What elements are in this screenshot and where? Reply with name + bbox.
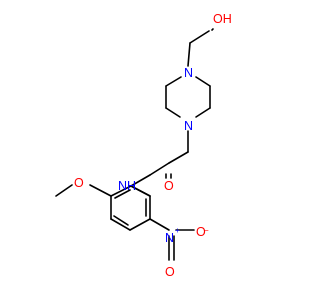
nitro-oxygen-bottom-label: O [165,265,175,279]
piperazine-n-top-label: N [184,66,193,80]
bond [113,215,129,226]
methoxy-oxygen-label: O [74,176,84,190]
nitro-oxygen-right-label: O [196,225,206,239]
amide-nh-label: NH [118,179,136,193]
bond [165,107,181,118]
bond [211,28,214,31]
bond [130,185,151,197]
nitro-nitrogen-label: N [165,231,174,245]
bond [195,107,211,118]
bond [89,184,112,197]
minus-charge-label: − [204,226,209,235]
bond [187,42,191,67]
bond [165,76,182,87]
structure-canvas: OH N N O NH O N + O O − [55,12,232,279]
bond [149,162,170,176]
piperazine-n-bottom-label: N [184,119,193,133]
bond [110,218,131,231]
amide-oxygen-label: O [164,179,174,193]
bond [149,218,170,231]
bond [129,218,151,231]
bond [195,76,211,87]
molecule-diagram: OH N N O NH O N + O O − [55,12,232,279]
bond [114,189,131,199]
bonds [55,28,214,261]
atom-labels: OH N N O NH O N + O O − [74,12,232,279]
bond [189,30,210,44]
bond [168,151,189,164]
bond [110,185,132,197]
plus-charge-label: + [175,226,180,235]
bond [130,174,151,187]
bond [55,184,73,197]
hydroxyl-label: OH [213,12,232,26]
